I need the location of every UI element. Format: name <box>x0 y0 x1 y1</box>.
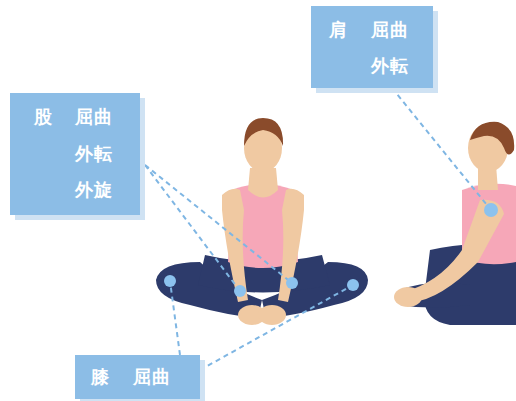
movement-name: 外転 <box>371 55 409 77</box>
joint-dots <box>164 203 498 297</box>
side-figure <box>394 122 516 325</box>
joint-name: 膝 <box>91 366 110 388</box>
joint-name: 肩 <box>329 19 348 41</box>
movement-name: 屈曲 <box>371 19 409 41</box>
label-box: 股屈曲外転外旋 <box>10 93 140 215</box>
movement-name: 屈曲 <box>133 366 171 388</box>
label-box: 膝 屈曲 <box>75 355 200 399</box>
leader-lines <box>145 88 491 370</box>
movement-name: 屈曲 <box>75 106 113 128</box>
label-box: 肩 屈曲外転 <box>311 6 433 88</box>
joint-name: 股 <box>34 106 53 128</box>
movement-name: 外転 <box>75 143 113 165</box>
movement-name: 外旋 <box>75 179 113 201</box>
